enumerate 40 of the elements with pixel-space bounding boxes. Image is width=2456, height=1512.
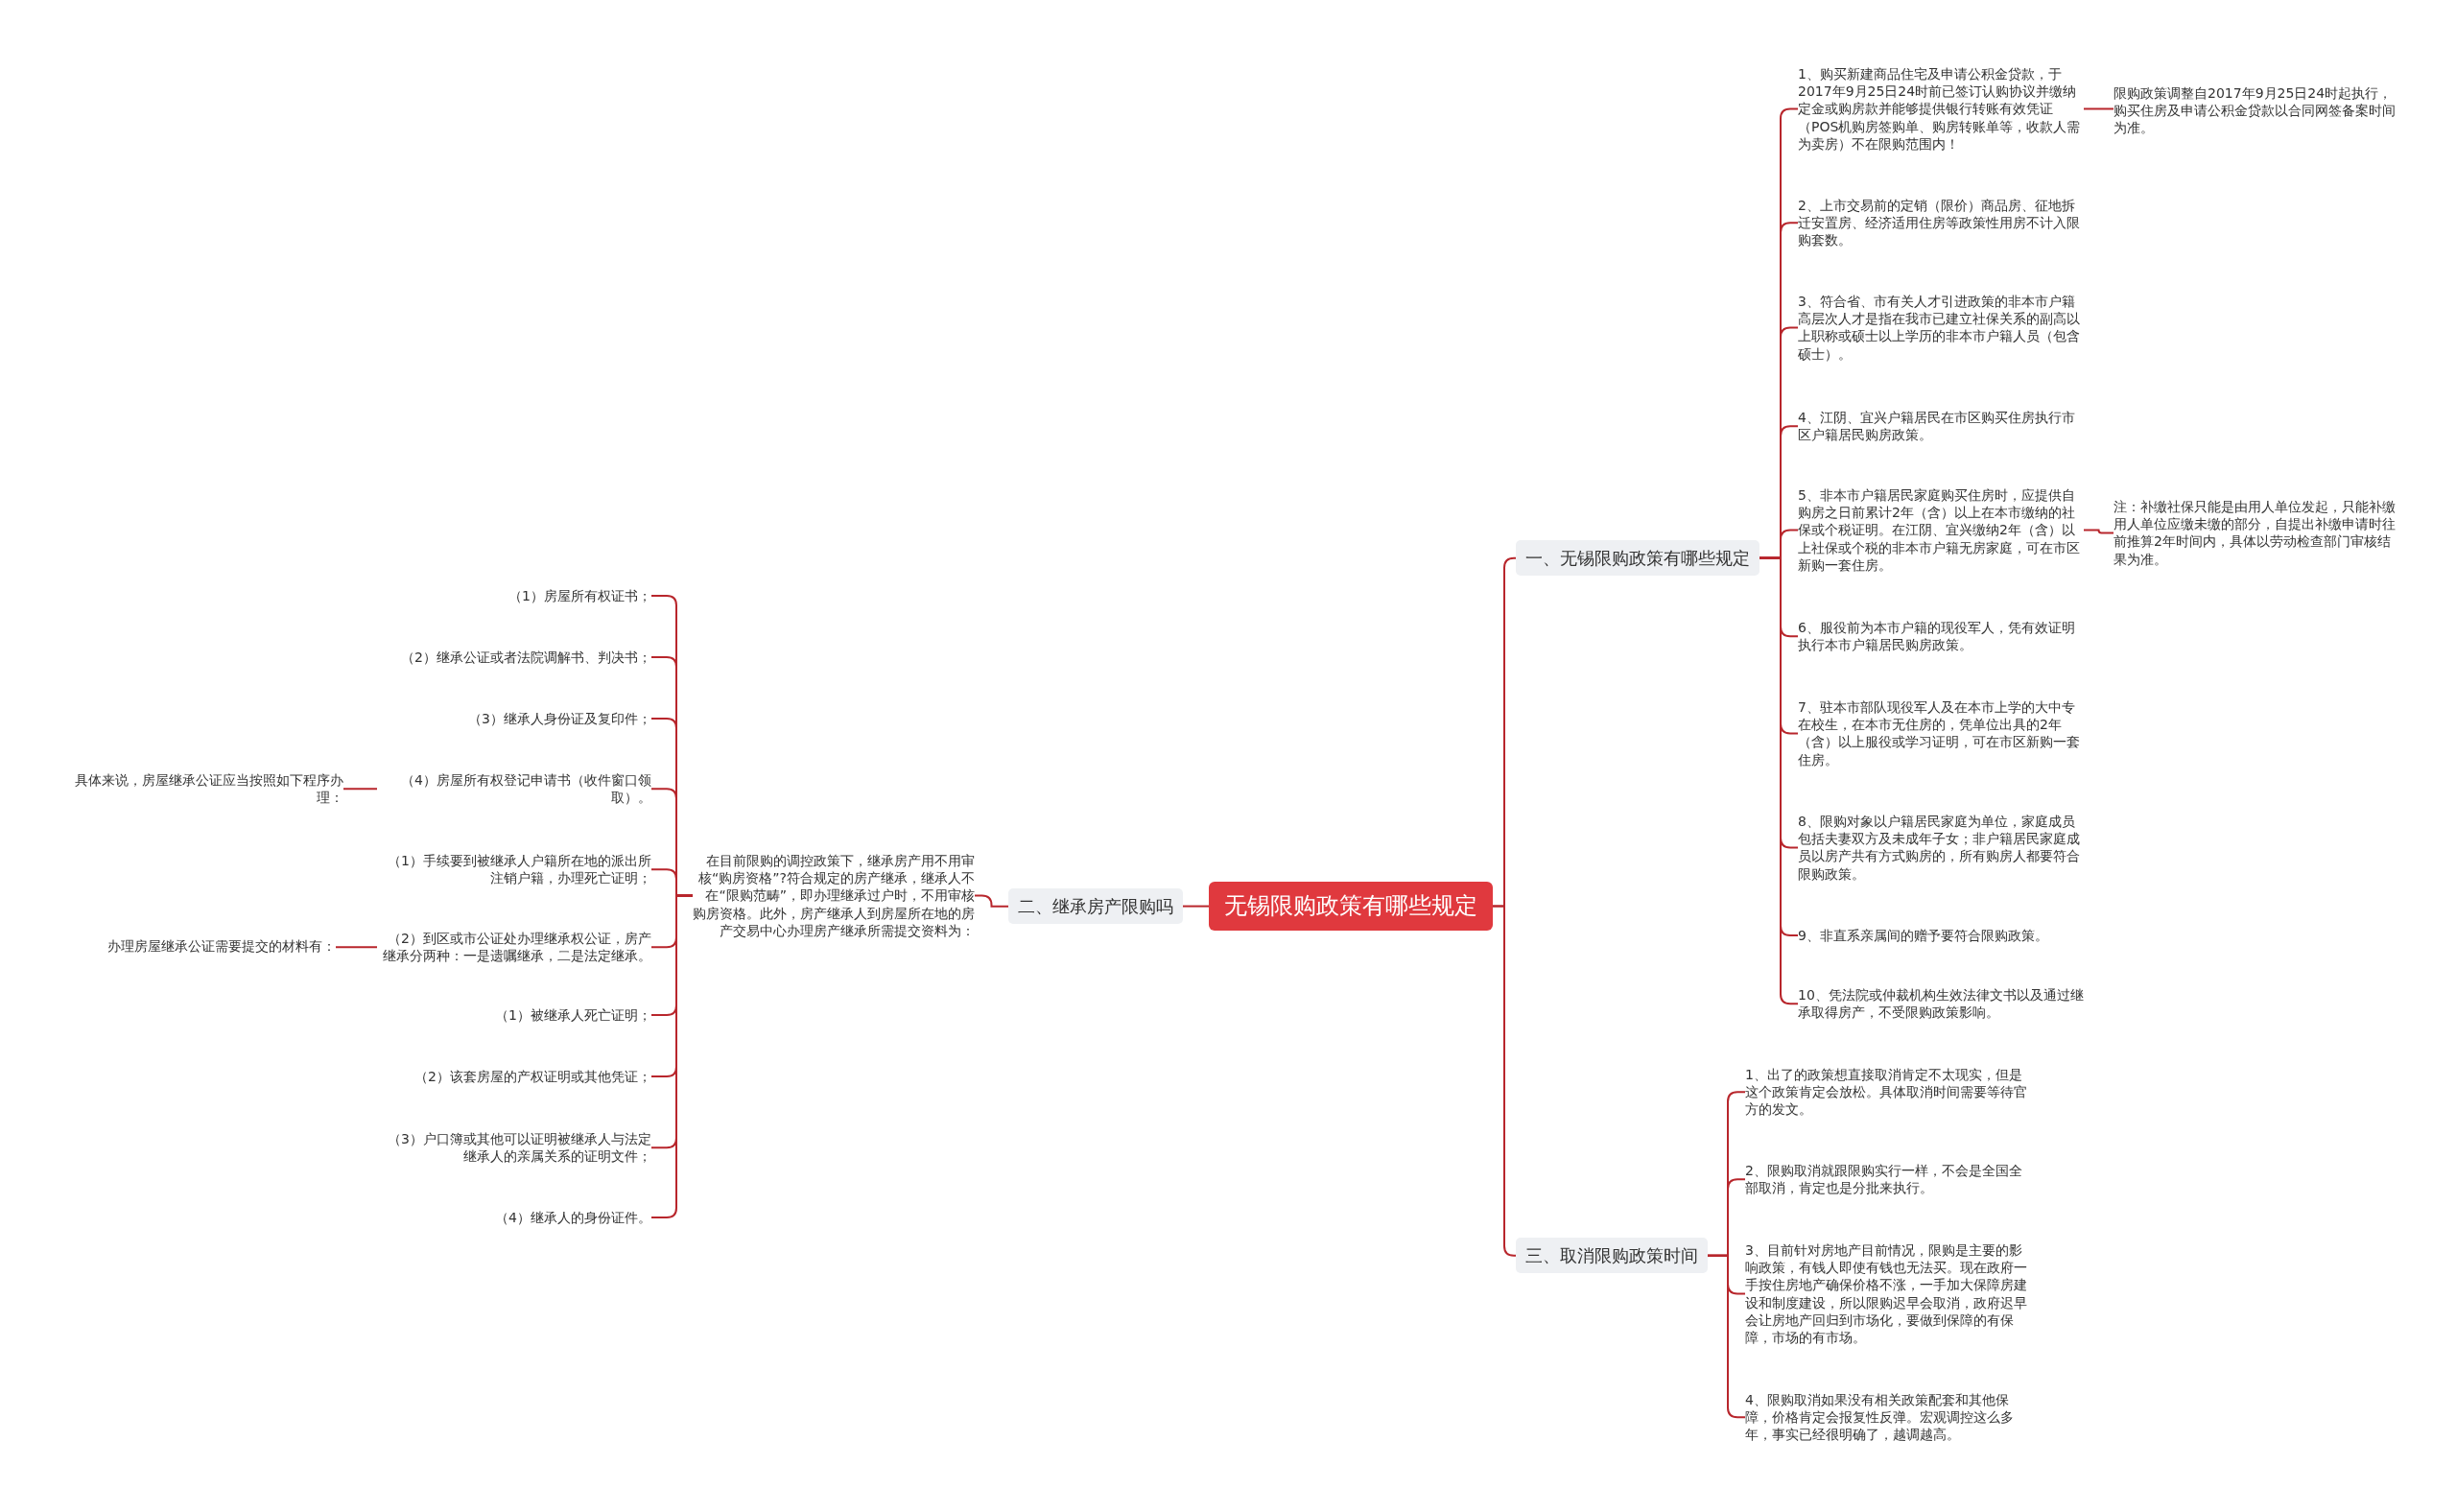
topic-text: （1）房屋所有权证书； (508, 587, 651, 605)
topic-text: （1）手续要到被继承人户籍所在地的派出所注销户籍，办理死亡证明； (377, 852, 651, 887)
topic-text: 4、江阴、宜兴户籍居民在市区购买住房执行市区户籍居民购房政策。 (1798, 409, 2084, 444)
connector-line (1492, 905, 1517, 1257)
topic-text: 具体来说，房屋继承公证应当按照如下程序办理： (63, 771, 343, 807)
topic-text: （2）继承公证或者法院调解书、判决书； (401, 649, 651, 667)
connector-line (335, 946, 378, 949)
topic-text: 6、服役前为本市户籍的现役军人，凭有效证明执行本市户籍居民购房政策。 (1798, 619, 2084, 654)
topic-text: 1、购买新建商品住宅及申请公积金贷款，于2017年9月25日24时前已签订认购协议并缴纳定金或购房款并能够提供银行转账有效凭证（POS机购房签购单、购房转账单等，收款人需为卖房）不在限购范围内！ (1798, 65, 2084, 153)
topic-text: 3、符合省、市有关人才引进政策的非本市户籍高层次人才是指在我市已建立社保关系的副高以上职称或硕士以上学历的非本市户籍人员（包含硕士）。 (1798, 293, 2084, 363)
topic-box: 二、继承房产限购吗 (1008, 888, 1183, 925)
topic-text: 1、出了的政策想直接取消肯定不太现实，但是这个政策肯定会放松。具体取消时间需要等待官方的发文。 (1745, 1066, 2029, 1119)
topic-text: （3）户口簿或其他可以证明被继承人与法定继承人的亲属关系的证明文件； (377, 1130, 651, 1166)
topic-text: （3）继承人身份证及复印件； (468, 710, 651, 728)
topic-box: 一、无锡限购政策有哪些规定 (1516, 540, 1759, 577)
connector-line (342, 788, 378, 791)
topic-text: 9、非直系亲属间的赠予要符合限购政策。 (1798, 927, 2048, 945)
topic-text: （1）被继承人死亡证明； (495, 1006, 651, 1025)
central-topic-box: 无锡限购政策有哪些规定 (1209, 882, 1493, 932)
topic-text: 在目前限购的调控政策下，继承房产用不用审核“购房资格”?符合规定的房产继承，继承人不在“限购范畴”，即办理继承过户时，不用审核购房资格。此外，房产继承人到房屋所在地的房产交易中心办理房产继承所需提交资料为： (693, 852, 975, 939)
connector-line (2083, 107, 2114, 110)
topic-text: 2、限购取消就跟限购实行一样，不会是全国全部取消，肯定也是分批来执行。 (1745, 1162, 2029, 1197)
connector-line (2083, 529, 2114, 534)
topic-text: 10、凭法院或仲裁机构生效法律文书以及通过继承取得房产，不受限购政策影响。 (1798, 986, 2084, 1022)
topic-text: 8、限购对象以户籍居民家庭为单位，家庭成员包括夫妻双方及未成年子女；非户籍居民家庭成员以房产共有方式购房的，所有购房人都要符合限购政策。 (1798, 813, 2084, 883)
topic-text: 注：补缴社保只能是由用人单位发起，只能补缴用人单位应缴未缴的部分，自提出补缴申请时往前推算2年时间内，具体以劳动检查部门审核结果为准。 (2114, 498, 2399, 568)
topic-text: 2、上市交易前的定销（限价）商品房、征地拆迁安置房、经济适用住房等政策性用房不计入限购套数。 (1798, 197, 2084, 249)
topic-text: 办理房屋继承公证需要提交的材料有： (107, 937, 336, 956)
topic-text: （4）继承人的身份证件。 (495, 1209, 651, 1227)
topic-text: （2）该套房屋的产权证明或其他凭证； (414, 1068, 651, 1086)
topic-text: 3、目前针对房地产目前情况，限购是主要的影响政策，有钱人即使有钱也无法买。现在政府一手按住房地产确保价格不涨，一手加大保障房建设和制度建设，所以限购迟早会取消，政府迟早会让房地产回归到市场化，要做到保障的有保障，市场的有市场。 (1745, 1241, 2029, 1347)
topic-text: 5、非本市户籍居民家庭购买住房时，应提供自购房之日前累计2年（含）以上在本市缴纳的社保或个税证明。在江阴、宜兴缴纳2年（含）以上社保或个税的非本市户籍无房家庭，可在市区新购一套住房。 (1798, 486, 2084, 574)
topic-text: （4）房屋所有权登记申请书（收件窗口领取）。 (377, 771, 651, 807)
topic-text: 4、限购取消如果没有相关政策配套和其他保障，价格肯定会报复性反弹。宏观调控这么多年，事实已经很明确了，越调越高。 (1745, 1391, 2029, 1444)
connector-line (974, 894, 1009, 908)
topic-text: （2）到区或市公证处办理继承权公证，房产继承分两种：一是遗嘱继承，二是法定继承。 (377, 930, 651, 965)
topic-text: 7、驻本市部队现役军人及在本市上学的大中专在校生，在本市无住房的，凭单位出具的2年（含）以上服役或学习证明，可在市区新购一套住房。 (1798, 698, 2084, 768)
topic-text: 限购政策调整自2017年9月25日24时起执行，购买住房及申请公积金贷款以合同网签备案时间为准。 (2114, 84, 2399, 137)
topic-box: 三、取消限购政策时间 (1516, 1238, 1708, 1274)
connector-line (1182, 905, 1210, 908)
